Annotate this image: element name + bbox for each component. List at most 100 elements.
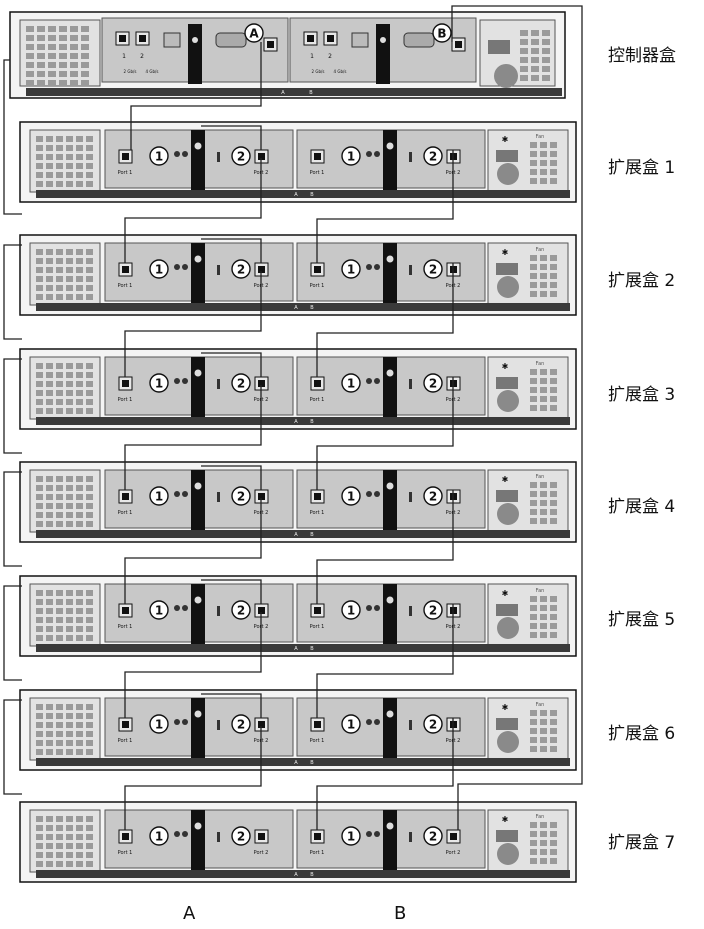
vent-slot xyxy=(76,740,83,746)
vent-slot xyxy=(86,843,93,849)
status-led xyxy=(174,264,180,270)
speed-label: 4 Gb/s xyxy=(334,69,347,74)
fan-icon: ✱ xyxy=(502,362,509,371)
vent-slot xyxy=(70,53,78,59)
status-led xyxy=(182,831,188,837)
host-port-1-socket xyxy=(119,35,126,42)
port-1-socket xyxy=(122,493,129,500)
speed-label: 2 Gb/s xyxy=(312,69,325,74)
vent-slot xyxy=(36,740,43,746)
vent-slot xyxy=(86,372,93,378)
vent-slot xyxy=(540,255,547,261)
port-2-label: Port 2 xyxy=(254,850,269,856)
vent-slot xyxy=(550,264,557,270)
vent-slot xyxy=(37,62,45,68)
vent-slot xyxy=(76,843,83,849)
vent-slot xyxy=(36,503,43,509)
vent-slot xyxy=(46,363,53,369)
module-latch xyxy=(383,810,397,872)
tray-fan-knob xyxy=(497,503,519,525)
status-led xyxy=(366,378,372,384)
vent-slot xyxy=(56,843,63,849)
vent-slot xyxy=(76,154,83,160)
vent-slot xyxy=(520,75,528,81)
expansion-tray-label-3: 扩展盒 3 xyxy=(608,380,675,405)
host-port-num: 1 xyxy=(310,53,314,60)
vent-slot xyxy=(530,255,537,261)
vent-slot xyxy=(86,267,93,273)
vent-slot xyxy=(550,840,557,846)
status-led xyxy=(366,151,372,157)
vent-slot xyxy=(550,728,557,734)
host-port-2-socket xyxy=(327,35,334,42)
serial-port xyxy=(216,33,246,47)
tray-bottom-rail xyxy=(36,870,570,878)
vent-slot xyxy=(37,53,45,59)
vent-slot xyxy=(550,369,557,375)
vent-slot xyxy=(46,485,53,491)
vent-slot xyxy=(36,635,43,641)
status-led xyxy=(366,605,372,611)
fan-label: Fan xyxy=(536,588,545,594)
vent-slot xyxy=(26,62,34,68)
port-1-socket xyxy=(122,153,129,160)
vent-slot xyxy=(550,623,557,629)
temp-indicator-icon xyxy=(409,606,412,616)
vent-slot xyxy=(66,503,73,509)
port-1-socket xyxy=(122,266,129,273)
latch-dot xyxy=(387,823,394,830)
vent-slot xyxy=(36,363,43,369)
speed-label: 2 Gb/s xyxy=(124,69,137,74)
latch-dot xyxy=(387,711,394,718)
vent-slot xyxy=(540,831,547,837)
module-number-2: 2 xyxy=(237,604,245,618)
tray-rail-label-a: A xyxy=(294,646,298,652)
vent-slot xyxy=(66,267,73,273)
vent-slot xyxy=(66,163,73,169)
vent-slot xyxy=(86,521,93,527)
temp-indicator-icon xyxy=(409,492,412,502)
vent-slot xyxy=(66,825,73,831)
vent-slot xyxy=(550,822,557,828)
vent-slot xyxy=(46,408,53,414)
vent-slot xyxy=(76,408,83,414)
vent-slot xyxy=(542,30,550,36)
vent-slot xyxy=(540,614,547,620)
vent-slot xyxy=(540,142,547,148)
serial-port xyxy=(404,33,434,47)
module-number-2: 2 xyxy=(429,377,437,391)
vent-slot xyxy=(36,731,43,737)
vent-slot xyxy=(540,719,547,725)
vent-slot xyxy=(59,35,67,41)
latch-dot xyxy=(195,711,202,718)
vent-slot xyxy=(540,596,547,602)
controller-power-switch xyxy=(488,40,510,54)
port-1-label: Port 1 xyxy=(310,397,325,403)
module-latch xyxy=(191,243,205,305)
vent-slot xyxy=(48,26,56,32)
vent-slot xyxy=(530,849,537,855)
status-led xyxy=(174,605,180,611)
vent-slot xyxy=(76,163,83,169)
temp-indicator-icon xyxy=(217,606,220,616)
vent-slot xyxy=(37,26,45,32)
vent-slot xyxy=(46,249,53,255)
vent-slot xyxy=(542,39,550,45)
port-1-label: Port 1 xyxy=(118,283,133,289)
vent-slot xyxy=(520,57,528,63)
module-latch xyxy=(383,243,397,305)
vent-slot xyxy=(56,154,63,160)
vent-slot xyxy=(81,62,89,68)
vent-slot xyxy=(66,731,73,737)
vent-slot xyxy=(530,605,537,611)
controller-port-b-marker: B xyxy=(437,27,446,41)
vent-slot xyxy=(76,825,83,831)
status-led xyxy=(374,719,380,725)
vent-slot xyxy=(36,749,43,755)
module-number-1: 1 xyxy=(347,830,355,844)
vent-slot xyxy=(46,617,53,623)
vent-slot xyxy=(81,53,89,59)
vent-slot xyxy=(550,518,557,524)
vent-slot xyxy=(530,405,537,411)
port-1-socket xyxy=(314,607,321,614)
